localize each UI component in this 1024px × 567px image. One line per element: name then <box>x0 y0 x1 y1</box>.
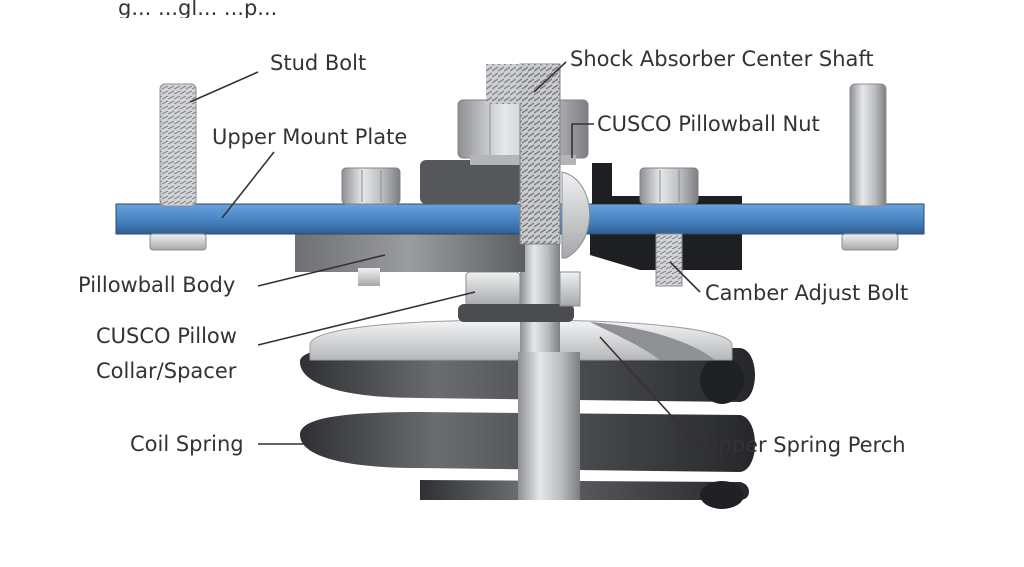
leader-upper-spring-perch <box>599 336 698 445</box>
leader-pillowball-nut <box>571 123 594 158</box>
label-cusco-pillow-line2: Collar/Spacer <box>96 359 237 383</box>
partial-top-caption: g... ...gl... ...p... <box>118 0 278 18</box>
stud-bolt-right-graphic <box>841 83 899 251</box>
label-cusco-pillowball-nut: CUSCO Pillowball Nut <box>597 112 820 136</box>
leader-shock-shaft <box>533 61 567 93</box>
shaft-collar-graphic <box>420 160 520 204</box>
stud-bolt-left-graphic <box>149 83 207 251</box>
shock-shaft-graphic <box>518 242 580 500</box>
label-stud-bolt: Stud Bolt <box>270 51 366 75</box>
hex-bolt-right-graphic <box>639 167 699 287</box>
leader-cusco-pillow-collar <box>257 291 476 346</box>
label-camber-adjust-bolt: Camber Adjust Bolt <box>705 281 908 305</box>
label-cusco-pillow-line1: CUSCO Pillow <box>96 324 237 348</box>
leader-upper-mount-plate <box>221 151 275 219</box>
shaft-threads-top-graphic <box>486 64 554 104</box>
leader-stud-bolt <box>189 71 259 103</box>
label-upper-spring-perch: Upper Spring Perch <box>703 433 906 457</box>
leader-pillowball-body <box>257 254 386 287</box>
hex-bolt-left-graphic <box>341 167 401 205</box>
leader-camber-adjust-bolt <box>669 261 701 293</box>
label-upper-mount-plate: Upper Mount Plate <box>212 125 407 149</box>
label-pillowball-body: Pillowball Body <box>78 273 235 297</box>
label-shock-absorber-center-shaft: Shock Absorber Center Shaft <box>570 47 874 71</box>
label-coil-spring: Coil Spring <box>130 432 244 456</box>
collar-spacer-graphic <box>458 271 581 322</box>
